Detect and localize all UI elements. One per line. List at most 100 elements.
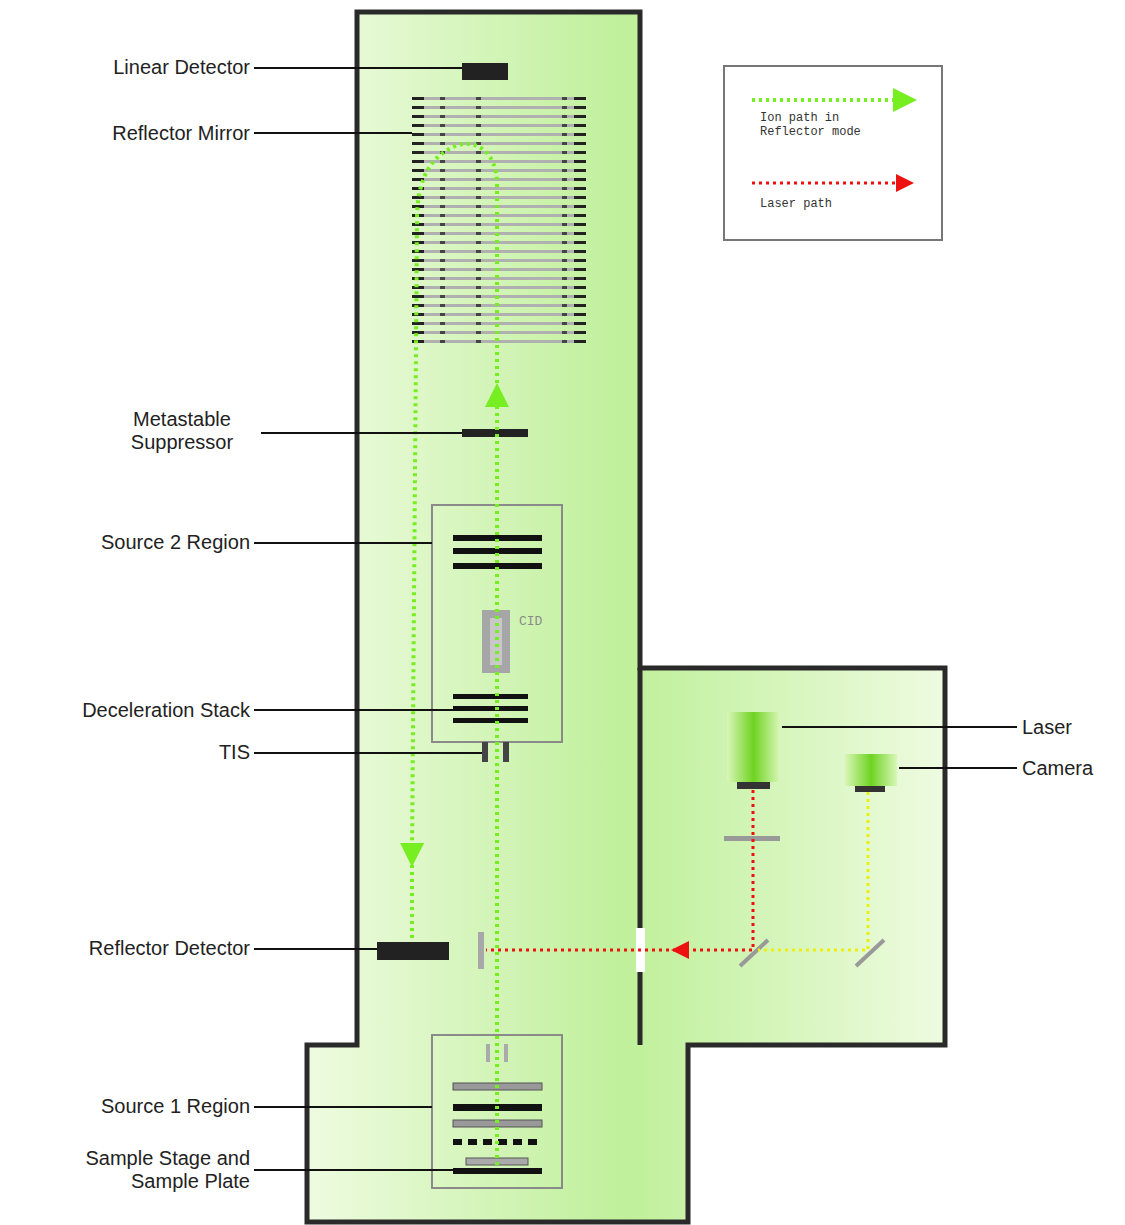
drawing-part (562, 250, 567, 253)
fold-mirror (856, 940, 884, 966)
drawing-part (574, 331, 586, 334)
laser (727, 712, 780, 782)
drawing-part (412, 142, 586, 145)
leader-line (254, 542, 432, 544)
drawing-part (476, 214, 481, 217)
drawing-part (574, 178, 586, 181)
drawing-part (562, 124, 567, 127)
drawing-part (412, 106, 586, 109)
drawing-part (855, 786, 885, 792)
drawing-part (562, 196, 567, 199)
drawing-part (574, 268, 586, 271)
drawing-part (574, 106, 586, 109)
drawing-part (440, 97, 445, 100)
drawing-part (476, 187, 481, 190)
drawing-part (574, 124, 586, 127)
legend-text: Laser path (760, 197, 910, 211)
leader-line (254, 752, 482, 754)
drawing-part (562, 169, 567, 172)
leader-line (254, 132, 412, 134)
drawing-part (486, 1044, 490, 1062)
drawing-part (412, 169, 586, 172)
drawing-part (562, 151, 567, 154)
cid-cell (482, 610, 510, 673)
drawing-part (440, 187, 445, 190)
drawing-part (412, 151, 424, 154)
drawing-part (574, 187, 586, 190)
drawing-part (562, 268, 567, 271)
drawing-part (574, 214, 586, 217)
leader-line (899, 767, 1017, 769)
drawing-part (440, 124, 445, 127)
part-label: Metastable Suppressor (107, 408, 257, 454)
drawing-part (574, 259, 586, 262)
part-label: Reflector Detector (89, 937, 250, 960)
drawing-part (440, 340, 445, 343)
drawing-part (412, 151, 586, 154)
part-label: Deceleration Stack (82, 699, 250, 722)
drawing-part (412, 133, 424, 136)
drawing-part (562, 340, 567, 343)
part-label: Linear Detector (113, 56, 250, 79)
drawing-part (440, 331, 445, 334)
drawing-part (440, 115, 445, 118)
drawing-part (476, 169, 481, 172)
leader-line (261, 432, 462, 434)
drawing-part (574, 133, 586, 136)
drawing-part (476, 97, 481, 100)
drawing-part (412, 223, 586, 226)
drawing-part (476, 241, 481, 244)
drawing-part (412, 97, 424, 100)
drawing-part (562, 142, 567, 145)
drawing-part (574, 277, 586, 280)
drawing-part (440, 304, 445, 307)
drawing-part (574, 232, 586, 235)
ion-path (495, 395, 499, 1165)
ion-path (412, 144, 497, 855)
drawing-part (503, 742, 509, 762)
drawing-part (440, 313, 445, 316)
drawing-part (440, 169, 445, 172)
drawing-part (562, 322, 567, 325)
drawing-part (453, 718, 528, 723)
drawing-part (562, 286, 567, 289)
part-label: Source 2 Region (101, 531, 250, 554)
drawing-part (412, 115, 586, 118)
drawing-part (440, 142, 445, 145)
drawing-part (440, 196, 445, 199)
part-label: Camera (1022, 757, 1093, 780)
drawing-part (562, 295, 567, 298)
drawing-part (574, 115, 586, 118)
drawing-part (440, 241, 445, 244)
drawing-part (440, 205, 445, 208)
drawing-part (412, 124, 586, 127)
housing (307, 12, 945, 1222)
drawing-part (476, 115, 481, 118)
drawing-part (412, 97, 586, 100)
drawing-part (476, 151, 481, 154)
drawing-part (476, 232, 481, 235)
ion-path (410, 865, 414, 940)
leader-lines (254, 68, 1017, 1170)
drawing-part (562, 232, 567, 235)
leader-line (254, 948, 377, 950)
drawing-part (440, 223, 445, 226)
drawing-part (476, 286, 481, 289)
drawing-part (412, 295, 424, 298)
sample-stage (453, 1168, 542, 1174)
drawing-part (476, 259, 481, 262)
leader-line (254, 1106, 432, 1108)
drawing-part (562, 259, 567, 262)
drawing-part (574, 151, 586, 154)
laser-path (680, 790, 753, 950)
drawing-part (440, 232, 445, 235)
linear-detector (462, 63, 508, 80)
drawing-part (574, 250, 586, 253)
drawing-part (476, 250, 481, 253)
drawing-part (562, 241, 567, 244)
drawing-part (412, 322, 424, 325)
drawing-part (476, 295, 481, 298)
drawing-part (562, 331, 567, 334)
drawing-part (476, 106, 481, 109)
